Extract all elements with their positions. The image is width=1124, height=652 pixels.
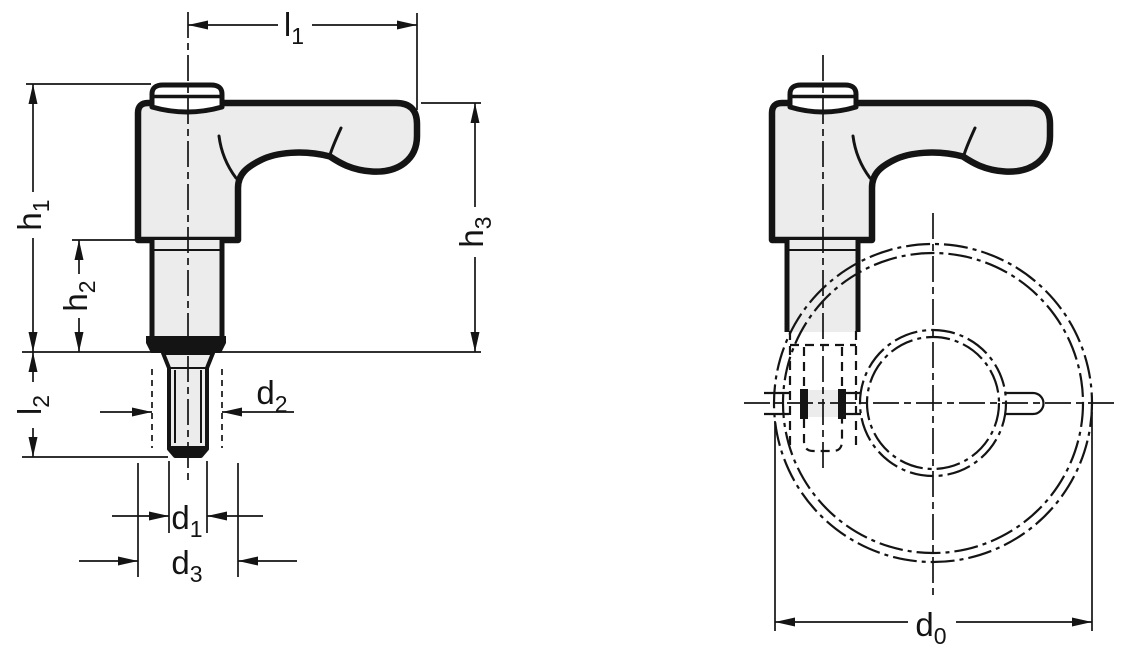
- dimension-l2: l2: [11, 352, 54, 457]
- lever-body: [134, 99, 421, 244]
- stem-edges: [149, 240, 225, 337]
- dimension-h1: h1: [11, 84, 54, 352]
- dimension-h2: h2: [57, 240, 100, 352]
- dimension-l1: l1: [188, 6, 417, 49]
- dimension-h3: h3: [453, 103, 496, 352]
- dim-label-h2: h2: [57, 280, 100, 311]
- stem-fill: [152, 240, 222, 337]
- dimensions: l1 h1 h2 l2 h3: [11, 6, 1093, 649]
- slit-clamp-bar-left: [800, 389, 808, 419]
- dim-label-d3: d3: [171, 544, 202, 587]
- hidden-stem-edges: [788, 331, 858, 445]
- dim-label-d0: d0: [915, 606, 946, 649]
- dim-label-h3: h3: [453, 216, 496, 247]
- extension-lines-d2-dashed: [151, 369, 223, 448]
- slit-clamp-bar-right: [838, 389, 846, 419]
- extension-lines-diameters: [137, 461, 239, 577]
- handle-crease-lines-side: [851, 126, 977, 180]
- dimension-d0: d0: [774, 412, 1093, 649]
- dimension-d2: d2: [100, 374, 294, 417]
- dim-label-l2: l2: [11, 395, 54, 415]
- lever-cap: [149, 82, 225, 115]
- dim-label-l1: l1: [284, 6, 304, 49]
- handle-crease-lines: [217, 126, 343, 180]
- dimension-d1: d1: [112, 499, 263, 542]
- dim-label-d1: d1: [171, 499, 202, 542]
- lever-body-side: [768, 99, 1054, 244]
- dim-label-d2: d2: [256, 374, 287, 417]
- extension-lines-front: [22, 13, 481, 458]
- dimension-d3: d3: [79, 544, 297, 587]
- side-view: [744, 55, 1119, 598]
- stem-washer-band: [146, 336, 226, 353]
- dim-label-h1: h1: [11, 199, 54, 230]
- slit-lines: [764, 391, 1045, 416]
- stem-edges-side: [784, 240, 861, 332]
- front-view: [22, 12, 481, 577]
